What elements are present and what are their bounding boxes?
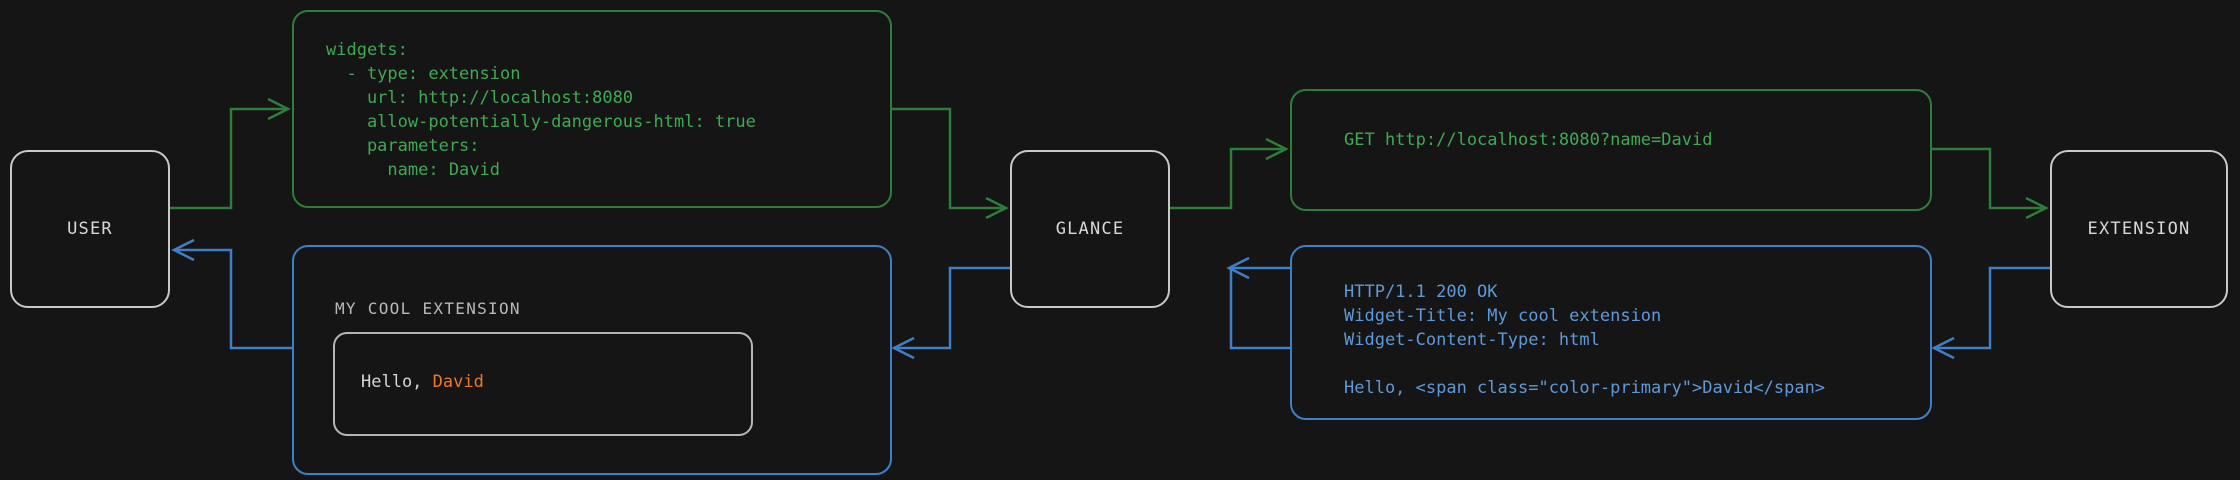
widget-accent-name: David (432, 372, 484, 392)
widget-title: MY COOL EXTENSION (335, 299, 521, 318)
edge-response-to-glance (1226, 256, 1296, 350)
panel-http-response: HTTP/1.1 200 OK Widget-Title: My cool ex… (1290, 245, 1932, 420)
node-extension-label: EXTENSION (2087, 219, 2191, 239)
node-extension[interactable]: EXTENSION (2050, 150, 2228, 308)
yaml-config-text: widgets: - type: extension url: http://l… (326, 40, 756, 180)
node-glance-label: GLANCE (1055, 219, 1125, 239)
widget-card-text: Hello, David (361, 372, 484, 392)
http-response-text: HTTP/1.1 200 OK Widget-Title: My cool ex… (1344, 282, 1826, 398)
node-glance[interactable]: GLANCE (1010, 150, 1170, 308)
edge-glance-to-request (1170, 137, 1289, 210)
edge-widget-to-user (171, 238, 292, 350)
http-request-text: GET http://localhost:8080?name=David (1344, 130, 1713, 150)
widget-card: Hello, David (333, 332, 753, 436)
panel-rendered-widget: MY COOL EXTENSION Hello, David (292, 245, 892, 475)
edge-extension-to-response (1931, 266, 2050, 360)
panel-yaml-config: widgets: - type: extension url: http://l… (292, 10, 892, 208)
widget-greeting: Hello, (361, 372, 433, 392)
edge-request-to-extension (1932, 147, 2049, 220)
edge-config-to-glance (892, 107, 1009, 220)
edge-glance-to-widget (891, 266, 1010, 360)
panel-http-request: GET http://localhost:8080?name=David (1290, 89, 1932, 211)
node-user-label: USER (67, 219, 113, 239)
edge-user-to-config (170, 97, 291, 210)
node-user[interactable]: USER (10, 150, 170, 308)
